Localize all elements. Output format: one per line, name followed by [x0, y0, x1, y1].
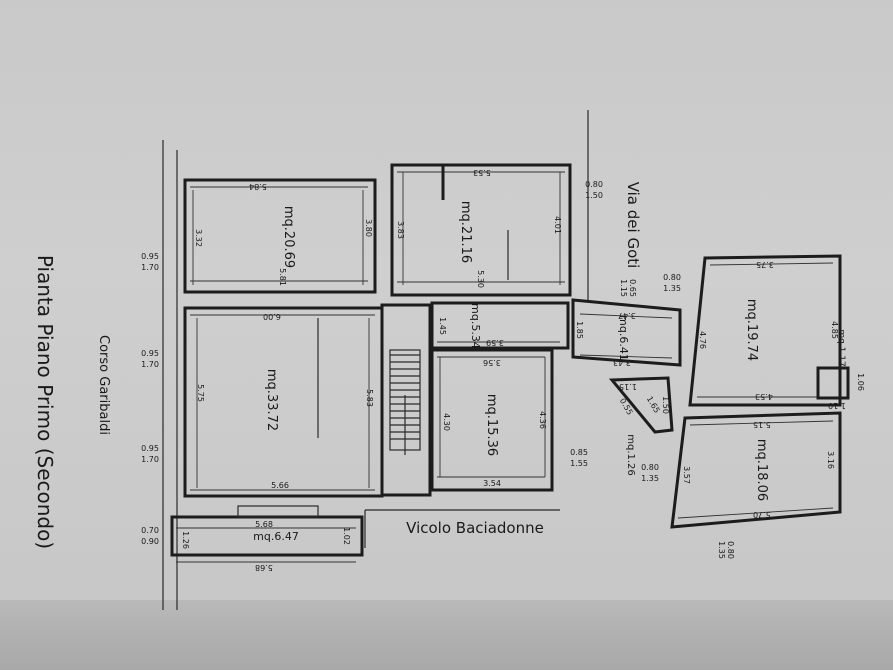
opening-h: 0.85 1.55 — [570, 448, 588, 468]
room-3-dim-right: 5.83 — [365, 389, 374, 407]
opening-c-w: 0.95 — [141, 444, 159, 453]
plan-title: Pianta Piano Primo (Secondo) — [33, 255, 57, 549]
room-1-dim-left: 3.32 — [194, 229, 203, 247]
staircase — [380, 303, 432, 497]
opening-b-h: 1.70 — [141, 360, 159, 369]
room-7-dim-top: 3.47 — [618, 311, 636, 320]
room-11: mq.1.17 1.10 1.06 — [816, 329, 865, 410]
opening-b-w: 0.95 — [141, 349, 159, 358]
opening-h-h: 1.55 — [570, 459, 588, 468]
room-5-area: mq.15.36 — [484, 394, 499, 456]
room-3-dim-bottom: 5.66 — [271, 481, 289, 490]
room-9-area: mq.19.74 — [744, 299, 759, 361]
room-10-dim-right: 3.16 — [826, 451, 835, 469]
room-2-dim-top: 5.53 — [473, 168, 491, 177]
room-3-dim-left: 5.75 — [196, 384, 205, 402]
opening-c-h: 1.70 — [141, 455, 159, 464]
room-2-dim-left: 3.83 — [396, 221, 405, 239]
room-1-dim-top: 5.84 — [249, 182, 267, 191]
room-7-area: mq.6.41 — [617, 315, 630, 361]
room-9-dim-right: 4.85 — [830, 321, 839, 339]
room-1: mq.20.69 5.84 5.81 3.32 3.80 — [183, 178, 377, 294]
opening-c: 0.95 1.70 — [141, 444, 159, 464]
room-6-dim-bottom: 5.68 — [255, 563, 273, 572]
room-5-dim-top: 3.56 — [483, 358, 501, 367]
opening-g: 0.80 1.35 — [663, 273, 681, 293]
room-2: mq.21.16 5.53 5.30 3.83 4.01 — [390, 163, 572, 297]
opening-a-h: 1.70 — [141, 263, 159, 272]
room-8-dim-3: 0.55 — [618, 397, 635, 417]
paper-edge-shadow — [0, 600, 893, 670]
opening-j-h: 1.35 — [717, 541, 726, 559]
opening-f: 0.65 1.15 — [619, 279, 637, 297]
room-6-dim-right: 1.02 — [342, 527, 351, 545]
room-2-area: mq.21.16 — [458, 201, 473, 263]
opening-h-w: 0.85 — [570, 448, 588, 457]
room-4: mq.5.34 3.59 1.45 — [430, 301, 570, 350]
room-9: mq.19.74 3.75 4.53 4.76 4.85 — [688, 254, 842, 407]
opening-g-h: 1.35 — [663, 284, 681, 293]
room-2-dim-right: 4.01 — [553, 216, 562, 234]
room-5-dim-right: 4.36 — [538, 411, 547, 429]
opening-f-h: 1.15 — [619, 279, 628, 297]
opening-d-h: 0.90 — [141, 537, 159, 546]
opening-e-h: 1.50 — [585, 191, 603, 200]
opening-b: 0.95 1.70 — [141, 349, 159, 369]
room-3-area: mq.33.72 — [264, 369, 279, 431]
room-8-dim-4: 1.50 — [661, 396, 670, 414]
room-5-dim-bottom: 3.54 — [483, 479, 501, 488]
room-8-area: mq.1.26 — [625, 434, 636, 476]
room-6-dim-top: 5.68 — [255, 520, 273, 529]
room-7: mq.6.41 3.47 3.43 1.85 — [571, 298, 682, 367]
opening-g-w: 0.80 — [663, 273, 681, 282]
room-3-dim-top: 6.00 — [263, 312, 281, 321]
room-4-dim-h: 1.45 — [438, 317, 447, 335]
street-via-dei-goti: Via dei Goti — [624, 182, 642, 269]
room-5: mq.15.36 3.56 3.54 4.30 4.36 — [430, 348, 554, 492]
opening-i-w: 0.80 — [641, 463, 659, 472]
room-9-dim-top: 3.75 — [756, 260, 774, 269]
opening-i-h: 1.35 — [641, 474, 659, 483]
room-1-area: mq.20.69 — [281, 206, 296, 268]
room-9-dim-left: 4.76 — [698, 331, 707, 349]
room-6-area: mq.6.47 — [253, 530, 299, 543]
room-11-dim-w: 1.10 — [828, 401, 846, 410]
room-10: mq.18.06 5.15 5.70 3.57 3.16 — [670, 411, 842, 529]
room-4-area: mq.5.34 — [469, 303, 482, 349]
room-4-dim-w: 3.59 — [486, 338, 504, 347]
room-11-dim-h: 1.06 — [856, 373, 865, 391]
room-3: mq.33.72 6.00 5.66 5.75 5.83 — [183, 306, 384, 498]
room-10-dim-bottom: 5.70 — [753, 510, 771, 519]
room-7-dim-bottom: 3.43 — [613, 358, 631, 367]
opening-a-w: 0.95 — [141, 252, 159, 261]
opening-i: 0.80 1.35 — [641, 463, 659, 483]
room-6-dim-left: 1.26 — [181, 531, 190, 549]
opening-f-w: 0.65 — [628, 279, 637, 297]
room-6: mq.6.47 5.68 5.68 1.26 1.02 — [170, 505, 364, 572]
room-1-dim-right: 3.80 — [364, 219, 373, 237]
room-10-dim-top: 5.15 — [753, 420, 771, 429]
room-1-dim-bottom: 5.81 — [278, 268, 287, 286]
room-9-dim-bottom: 4.53 — [755, 392, 773, 401]
street-corso-garibaldi: Corso Garibaldi — [96, 335, 111, 435]
room-5-dim-left: 4.30 — [442, 413, 451, 431]
room-10-dim-left: 3.57 — [682, 466, 691, 484]
opening-e: 0.80 1.50 — [585, 180, 603, 200]
opening-j: 0.80 1.35 — [717, 541, 735, 559]
room-8-dim-1: 1.15 — [619, 382, 637, 391]
opening-d-w: 0.70 — [141, 526, 159, 535]
opening-j-w: 0.80 — [726, 541, 735, 559]
room-7-dim-left: 1.85 — [575, 321, 584, 339]
room-8-dim-2: 1.65 — [645, 395, 662, 415]
opening-e-w: 0.80 — [585, 180, 603, 189]
room-11-area: mq.1.17 — [836, 329, 846, 366]
room-2-dim-bottom: 5.30 — [476, 270, 485, 288]
opening-d: 0.70 0.90 — [141, 526, 159, 546]
room-10-area: mq.18.06 — [754, 439, 769, 501]
opening-a: 0.95 1.70 — [141, 252, 159, 272]
room-8: mq.1.26 1.15 1.65 0.55 1.50 — [608, 376, 674, 476]
street-vicolo-baciadonne: Vicolo Baciadonne — [406, 519, 544, 537]
